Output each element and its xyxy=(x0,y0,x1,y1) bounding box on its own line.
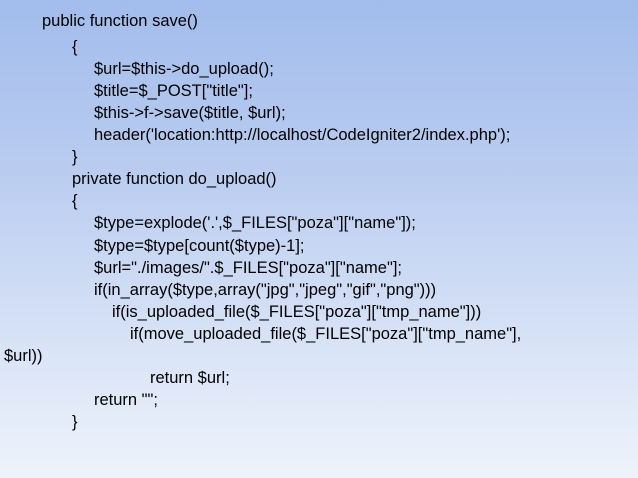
code-line-15: if(move_uploaded_file($_FILES["poza"]["t… xyxy=(130,325,522,343)
code-line-16: $url)) xyxy=(4,347,43,365)
code-line-11: $type=$type[count($type)-1]; xyxy=(94,237,305,255)
code-line-10: $type=explode('.',$_FILES["poza"]["name"… xyxy=(94,214,416,232)
code-line-5: $this->f->save($title, $url); xyxy=(94,104,286,122)
code-line-17: return $url; xyxy=(150,369,230,387)
code-line-8: private function do_upload() xyxy=(72,170,277,188)
code-line-4: $title=$_POST["title"]; xyxy=(94,82,253,100)
code-line-13: if(in_array($type,array("jpg","jpeg","gi… xyxy=(94,281,437,299)
code-line-3: $url=$this->do_upload(); xyxy=(94,60,274,78)
code-line-7: } xyxy=(72,148,78,166)
code-line-19: } xyxy=(72,413,78,431)
code-line-1: public function save() xyxy=(42,12,198,30)
code-line-6: header('location:http://localhost/CodeIg… xyxy=(94,126,511,144)
code-line-18: return ""; xyxy=(94,391,158,409)
code-line-9: { xyxy=(72,192,78,210)
code-line-2: { xyxy=(72,38,78,56)
code-line-12: $url="./images/".$_FILES["poza"]["name"]… xyxy=(94,259,402,277)
code-line-14: if(is_uploaded_file($_FILES["poza"]["tmp… xyxy=(112,303,482,321)
